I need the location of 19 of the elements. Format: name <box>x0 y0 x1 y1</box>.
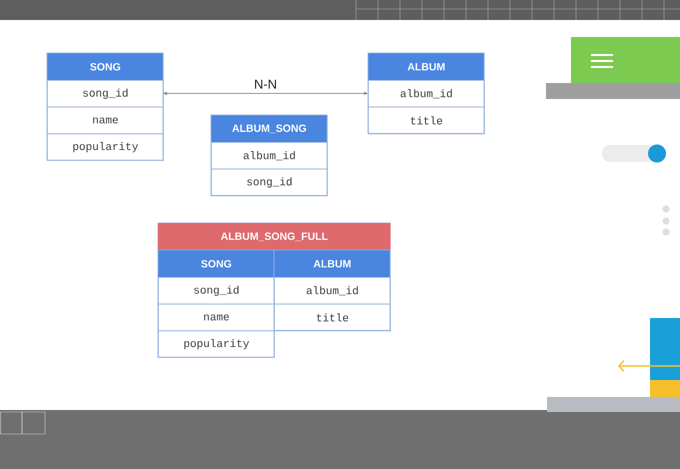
table-header: SONG <box>47 53 164 81</box>
table-header: ALBUM_SONG <box>211 115 328 143</box>
table-row: song_id <box>211 168 328 196</box>
table-row: song_id <box>47 80 164 108</box>
table-row: album_id <box>368 80 485 108</box>
table-row: title <box>274 304 391 332</box>
edge-label: N-N <box>252 78 278 90</box>
table-header: SONG <box>158 250 275 278</box>
table-header: ALBUM_SONG_FULL <box>158 223 391 251</box>
table-row: song_id <box>158 277 275 304</box>
table-row: popularity <box>158 330 275 358</box>
table-row: name <box>158 304 275 332</box>
table-header: ALBUM <box>274 250 391 278</box>
table-row: popularity <box>47 133 164 161</box>
table-row: album_id <box>274 277 391 304</box>
table-row: album_id <box>211 142 328 170</box>
table-header: ALBUM <box>368 53 485 81</box>
table-row: name <box>47 106 164 134</box>
table-row: title <box>368 106 485 134</box>
